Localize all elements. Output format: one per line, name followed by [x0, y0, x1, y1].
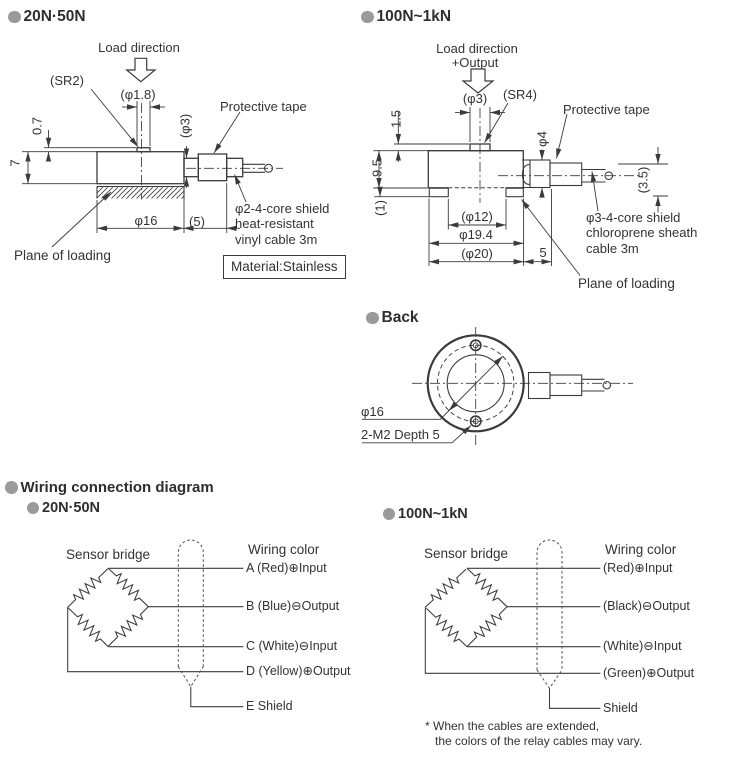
cable-spec-line2: chloroprene sheath: [586, 225, 698, 241]
subsection-title-text: 100N~1kN: [398, 506, 468, 522]
dim-phi3: (φ3): [177, 113, 193, 139]
wire-label-black: (Black)⊖Output: [603, 599, 690, 613]
dim-5: 5: [539, 245, 547, 260]
wire-label-white: (White)⊖Input: [603, 639, 682, 653]
cable-spec-line1: φ3-4-core shield: [586, 210, 681, 225]
wire-label-red: (Red)⊕Input: [603, 561, 673, 575]
section-title-text: 20N·50N: [23, 8, 86, 25]
bullet-icon: [361, 10, 374, 24]
section-title-text: Back: [381, 309, 419, 326]
section-title-text: 100N~1kN: [376, 8, 452, 25]
plane-of-loading-label: Plane of loading: [14, 248, 111, 263]
protective-tape-label: Protective tape: [220, 99, 307, 114]
protective-tape-label: Protective tape: [563, 102, 650, 117]
dim-3-5: (3.5): [635, 166, 651, 194]
sensor-bridge-label: Sensor bridge: [66, 547, 151, 562]
bullet-icon: [383, 508, 395, 520]
dim-1: (1): [372, 200, 388, 216]
wire-label-a: A (Red)⊕Input: [246, 561, 327, 575]
load-direction-output-label: +Output: [451, 55, 499, 70]
wire-label-green: (Green)⊕Output: [603, 666, 695, 680]
dim-sr2: (SR2): [50, 73, 84, 88]
bullet-icon: [27, 502, 39, 514]
wire-label-c: C (White)⊖Input: [246, 639, 338, 653]
dim-9-5: 9.5: [369, 158, 385, 178]
dim-5: (5): [189, 214, 205, 229]
cable-spec-line2: heat-resistant: [235, 216, 314, 232]
plane-of-loading-label: Plane of loading: [578, 276, 675, 291]
wire-label-b: B (Blue)⊖Output: [246, 599, 340, 613]
wiring-diagram-linework: [63, 539, 601, 709]
back-dim-2m2-depth5: 2-M2 Depth 5: [361, 427, 440, 442]
dim-phi12: (φ12): [461, 209, 493, 224]
load-direction-label: Load direction: [98, 40, 180, 55]
section-title-wiring: Wiring connection diagram: [5, 479, 214, 496]
wiring-color-heading: Wiring color: [248, 542, 320, 557]
dim-phi3: (φ3): [462, 91, 488, 106]
cable-spec-line3: vinyl cable 3m: [235, 231, 318, 247]
subsection-title-wiring-20n: 20N·50N: [27, 500, 100, 516]
cable-spec-label: φ2-4-core shield heat-resistant vinyl ca…: [235, 201, 329, 247]
dim-7: 7: [7, 159, 23, 167]
dim-phi4: φ4: [534, 131, 550, 147]
subsection-title-wiring-100n: 100N~1kN: [383, 506, 468, 522]
dim-phi1-8: (φ1.8): [120, 87, 156, 102]
wire-label-d: D (Yellow)⊕Output: [246, 664, 351, 678]
dim-0-7: 0.7: [29, 116, 45, 136]
wire-label-shield: Shield: [603, 701, 638, 715]
material-box: Material:Stainless: [223, 255, 346, 279]
drawing-100n-1kn-linework: [373, 68, 668, 276]
cable-spec-line3: cable 3m: [586, 240, 639, 256]
dim-phi16: φ16: [134, 213, 158, 228]
cable-spec-label: φ3-4-core shield chloroprene sheath cabl…: [586, 210, 697, 256]
cable-extension-note-line2: the colors of the relay cables may vary.: [435, 734, 643, 748]
sensor-bridge-label: Sensor bridge: [424, 546, 509, 561]
dim-phi19-4: φ19.4: [459, 227, 493, 242]
section-title-100n-1kn: 100N~1kN: [361, 8, 451, 26]
drawing-20n-50n-linework: [22, 57, 283, 248]
dim-sr4: (SR4): [503, 87, 537, 102]
cable-extension-note-line1: * When the cables are extended,: [425, 719, 600, 733]
back-dim-phi16: φ16: [361, 404, 384, 419]
dim-1-5: 1.5: [388, 109, 404, 129]
wiring-color-heading: Wiring color: [605, 542, 677, 557]
bullet-icon: [8, 10, 21, 24]
subsection-title-text: 20N·50N: [42, 500, 101, 516]
section-title-20n-50n: 20N·50N: [8, 8, 86, 26]
wire-label-e: E Shield: [246, 699, 293, 713]
cable-spec-line1: φ2-4-core shield: [235, 201, 330, 216]
back-view-linework: [362, 327, 633, 446]
dim-phi20: (φ20): [461, 246, 493, 261]
section-title-text: Wiring connection diagram: [20, 479, 214, 496]
load-direction-label: Load direction: [436, 41, 518, 56]
section-title-back: Back: [366, 309, 419, 327]
bullet-icon: [366, 311, 379, 325]
bullet-icon: [5, 481, 18, 494]
